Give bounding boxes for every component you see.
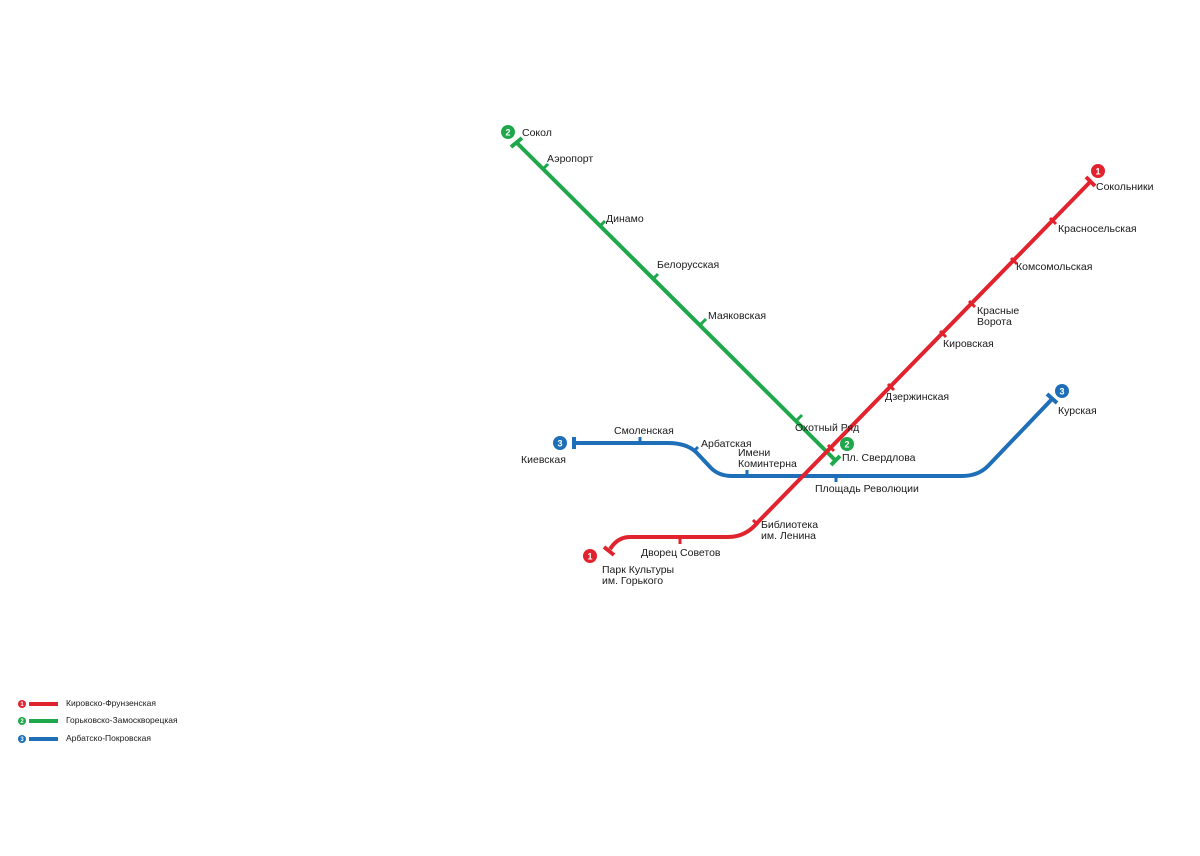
station-label-smolenskaya: Смоленская [614,425,674,437]
line-3-badge-number: 3 [557,439,562,449]
line-2-track [515,141,837,462]
line-3-group: 3 3 [553,384,1069,482]
line-1-badge-number: 1 [1095,167,1100,177]
line-2-badge-number: 2 [505,128,510,138]
station-tick-dzerzhinskaya [886,382,896,392]
station-label-krasnoselskaya: Красносельская [1058,223,1137,235]
station-label-komintern: Имени [738,447,770,459]
station-label-pl-sverdlova: Пл. Свердлова [842,452,916,464]
line-2-group: 2 2 [501,125,854,467]
station-label-sokolniki: Сокольники [1096,181,1154,193]
legend-label-1: Кировско-Фрунзенская [66,698,156,708]
station-label-biblioteka: Библиотека [761,519,818,531]
station-tick-belorusskaya [651,272,660,281]
station-label-okhotny-ryad: Охотный Ряд [795,422,859,434]
line-2-terminal-sokol [509,136,524,149]
station-labels: Сокол Аэропорт Динамо Белорусская Маяков… [521,127,1154,587]
legend-swatch-1 [29,702,58,706]
station-label-park-kultury: Парк Культуры [602,564,674,576]
station-tick-okhotny-green [795,413,804,422]
legend-swatch-2 [29,719,58,723]
line-1-terminal-park [602,545,616,557]
station-label-sokol: Сокол [522,127,552,139]
line-3-badge-kievskaya [553,436,567,450]
station-label-kirovskaya: Кировская [943,338,994,350]
line-2-terminal-sverdlova [829,454,842,467]
legend-badge-1 [18,700,26,708]
legend-item-line-1: 1 Кировско-Фрунзенская [18,698,156,708]
legend-swatch-3 [29,737,58,741]
station-label-krasnye-vorota: Ворота [977,316,1012,328]
station-label-krasnye-vorota: Красные [977,305,1019,317]
line-2-badge-sokol [501,125,515,139]
line-3-terminal-kurskaya [1045,392,1059,405]
legend-label-2: Горьковско-Замоскворецкая [66,715,178,725]
station-label-arbatskaya: Арбатская [701,438,752,450]
station-label-kurskaya: Курская [1058,405,1097,417]
station-label-belorusskaya: Белорусская [657,259,719,271]
line-1-badge-number: 1 [587,552,592,562]
station-label-mayakovskaya: Маяковская [708,310,766,322]
line-1-terminal-sokolniki [1084,175,1097,188]
station-tick-krasnye-vorota [967,299,977,309]
station-label-komintern: Коминтерна [738,458,797,470]
station-tick-mayakovskaya [699,317,708,326]
legend-badge-number: 2 [20,719,24,725]
line-1-badge-park [583,549,597,563]
station-tick-aeroport [541,162,550,171]
legend-badge-number: 3 [20,737,24,743]
station-tick-biblioteka [751,518,760,527]
station-tick-kirovskaya [938,329,948,339]
station-tick-arbatskaya [692,445,700,453]
legend-item-line-3: 3 Арбатско-Покровская [18,733,151,743]
legend-item-line-2: 2 Горьковско-Замоскворецкая [18,715,178,725]
line-1-group: 1 1 [583,164,1105,563]
station-label-komsomolskaya: Комсомольская [1016,261,1092,273]
line-2-badge-center [840,437,854,451]
legend-badge-3 [18,735,26,743]
line-3-badge-number: 3 [1059,387,1064,397]
station-label-aeroport: Аэропорт [547,153,593,165]
line-3-badge-kurskaya [1055,384,1069,398]
station-tick-krasnoselskaya [1048,216,1058,226]
station-label-kievskaya: Киевская [521,454,566,466]
station-tick-komsomolskaya [1009,256,1019,266]
line-3-track [574,396,1055,478]
station-tick-dinamo [598,219,607,228]
legend: 1 Кировско-Фрунзенская 2 Горьковско-Замо… [18,698,178,743]
station-label-dzerzhinskaya: Дзержинская [885,391,949,403]
line-2-badge-number: 2 [844,440,849,450]
station-label-park-kultury: им. Горького [602,575,663,587]
station-label-biblioteka: им. Ленина [761,530,816,542]
line-1-badge-sokolniki [1091,164,1105,178]
station-label-dvorets-sovetov: Дворец Советов [641,547,721,559]
legend-badge-2 [18,717,26,725]
legend-badge-number: 1 [20,702,24,708]
station-tick-okhotny-red [826,443,836,453]
legend-label-3: Арбатско-Покровская [66,733,151,743]
station-label-dinamo: Динамо [606,213,644,225]
station-label-pl-revolyutsii: Площадь Революции [815,483,919,495]
